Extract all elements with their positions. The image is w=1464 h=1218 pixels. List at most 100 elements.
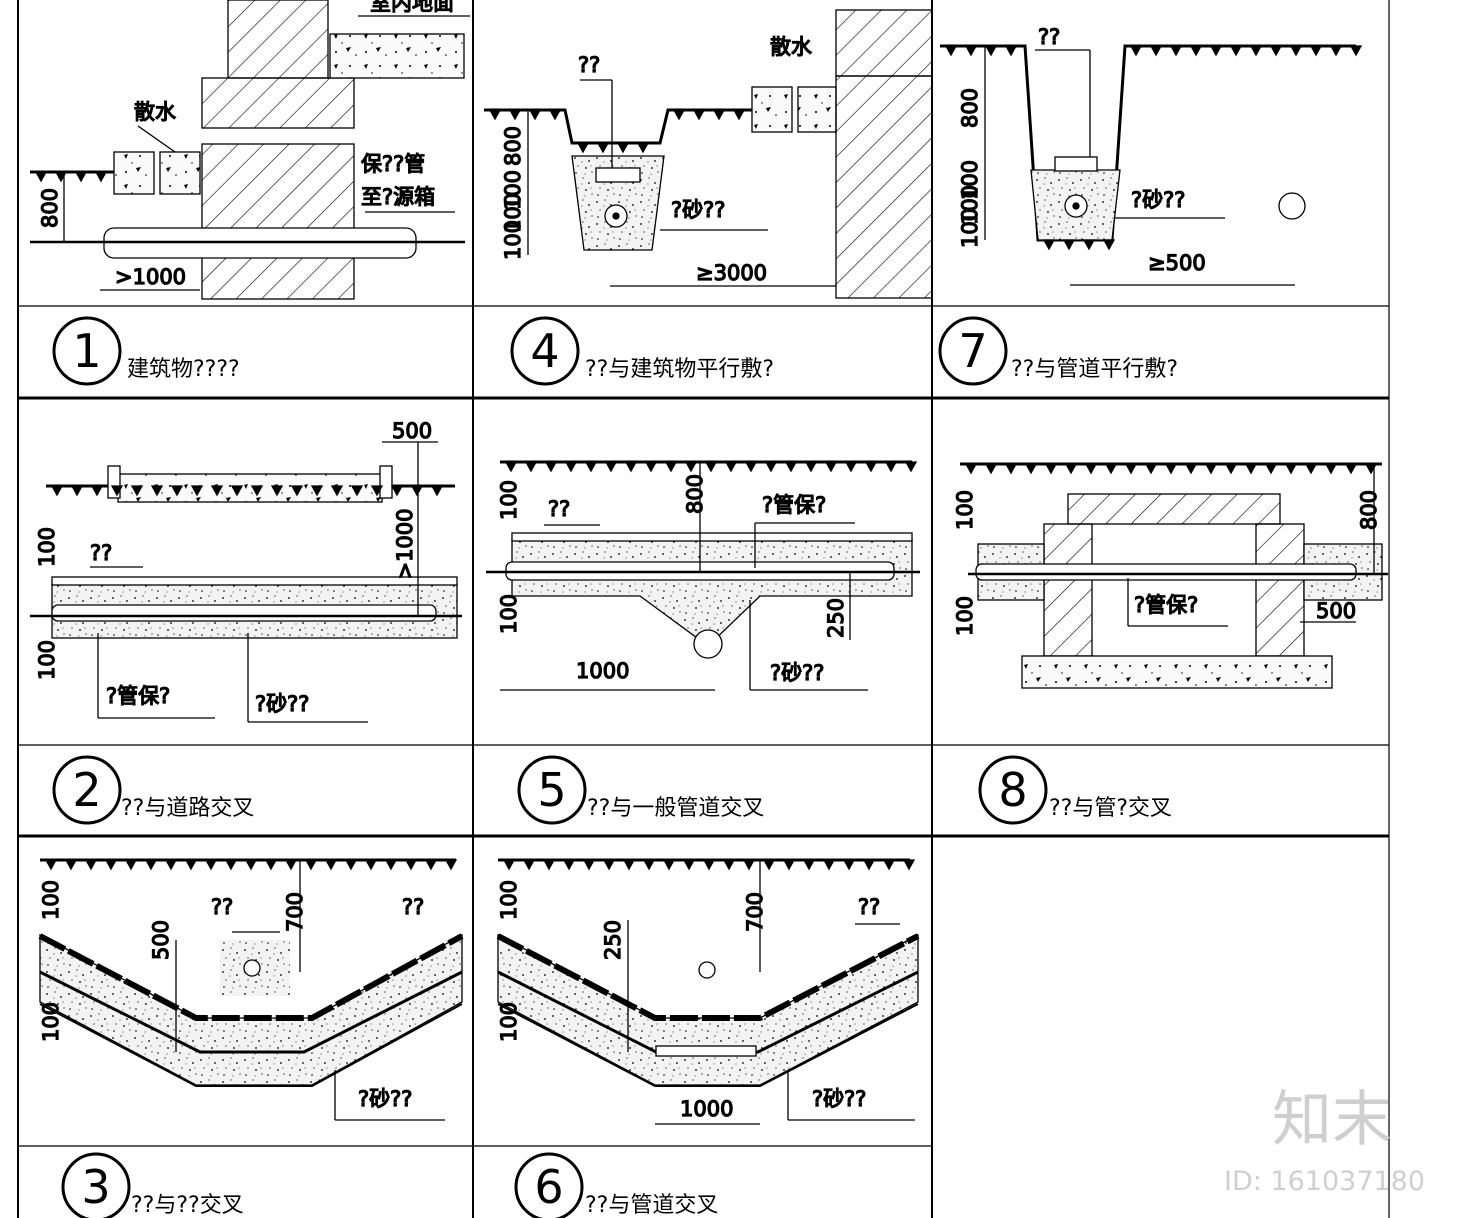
earth-hatch-mark <box>984 463 998 475</box>
earth-hatch-mark <box>1169 45 1183 57</box>
panel-caption: ??与管道交叉 <box>585 1193 718 1218</box>
apron-right <box>159 151 201 195</box>
earth-hatch-mark <box>944 45 958 57</box>
earth-hatch-mark <box>284 859 298 871</box>
earth-hatch-mark <box>364 859 378 871</box>
dim-500: 500 <box>149 920 173 960</box>
pipe-section <box>693 629 723 659</box>
pipe-section <box>1278 192 1306 220</box>
earth-hatch-mark <box>430 485 444 497</box>
earth-hatch-mark <box>864 461 878 473</box>
floor-slab <box>329 33 465 79</box>
earth-hatch-mark <box>622 859 636 871</box>
trench-bottom <box>497 1003 919 1087</box>
panel-number: 6 <box>534 1160 563 1214</box>
earth-hatch-mark <box>1064 463 1078 475</box>
earth-hatch-mark <box>164 859 178 871</box>
earth-hatch-mark <box>54 171 68 183</box>
earth-hatch-mark <box>424 859 438 871</box>
label-cover: ?? <box>548 497 570 521</box>
earth-hatch-mark <box>50 485 64 497</box>
earth-hatch-mark <box>1344 463 1358 475</box>
earth-hatch-mark <box>744 461 758 473</box>
earth-hatch-mark <box>522 859 536 871</box>
dim-100a: 100 <box>501 170 525 210</box>
earth-hatch-mark <box>130 485 144 497</box>
earth-hatch-mark <box>504 461 518 473</box>
panel-caption: ??与道路交叉 <box>121 796 254 821</box>
panel-caption: ??与建筑物平行敷? <box>585 357 774 382</box>
panel-caption: ??与管?交叉 <box>1049 796 1172 821</box>
earth-hatch-mark <box>1284 463 1298 475</box>
dim-100b: 100 <box>958 185 982 225</box>
detail-panel-7: ?? ?砂?? 800 100 100 100 ≥500 <box>940 24 1363 286</box>
dim-distance: 1000 <box>576 659 629 683</box>
dim-distance: ≥3000 <box>696 261 767 285</box>
panel-number: 3 <box>81 1160 110 1214</box>
building-wall <box>201 143 355 300</box>
earth-hatch-mark <box>170 485 184 497</box>
earth-hatch-mark <box>584 461 598 473</box>
apron-left <box>751 86 793 133</box>
earth-hatch-mark <box>230 485 244 497</box>
crossing-pipe <box>698 961 716 979</box>
dim-100a: 100 <box>35 527 59 567</box>
apron-left <box>113 151 155 195</box>
dim-distance: 1000 <box>680 1097 733 1121</box>
earth-hatch-mark <box>144 859 158 871</box>
earth-hatch-mark <box>644 461 658 473</box>
earth-hatch-mark <box>210 485 224 497</box>
building-wall-upper <box>227 0 329 79</box>
dim-700: 700 <box>743 892 767 932</box>
earth-hatch-mark <box>544 461 558 473</box>
dim-800: 800 <box>683 474 707 514</box>
base-slab <box>1021 655 1333 689</box>
earth-hatch-mark <box>604 461 618 473</box>
earth-hatch-mark <box>244 859 258 871</box>
earth-hatch-mark <box>1289 45 1303 57</box>
earth-hatch-mark <box>1189 45 1203 57</box>
earth-hatch-mark <box>250 485 264 497</box>
cover-bricks <box>38 933 464 1021</box>
dim-100b: 100 <box>501 193 525 233</box>
earth-hatch-mark <box>34 171 48 183</box>
earth-hatch-mark <box>488 109 502 121</box>
dim-800: 800 <box>1357 490 1381 530</box>
earth-hatch-mark <box>602 859 616 871</box>
cover-bricks <box>496 933 920 1021</box>
earth-hatch-mark <box>1324 463 1338 475</box>
earth-hatch-mark <box>290 485 304 497</box>
watermark-id: ID: 161037180 <box>1224 1166 1425 1197</box>
watermark-logo: 知末 <box>1272 1085 1392 1155</box>
label-cover-right: ?? <box>402 895 424 919</box>
earth-hatch-mark <box>270 485 284 497</box>
caption-panel-2: 2 ??与道路交叉 <box>52 755 254 825</box>
dim-100b: 100 <box>39 1002 63 1042</box>
earth-hatch-mark <box>190 485 204 497</box>
earth-hatch-mark <box>882 859 896 871</box>
earth-hatch-mark <box>762 859 776 871</box>
dim-800: 800 <box>501 126 525 166</box>
panel-number: 1 <box>72 324 101 378</box>
caption-panel-8: 8 ??与管?交叉 <box>978 755 1172 825</box>
earth-hatch-mark <box>1224 463 1238 475</box>
earth-hatch-mark <box>616 142 630 154</box>
label-to-box: 至?源箱 <box>361 185 435 209</box>
earth-hatch-mark <box>1184 463 1198 475</box>
earth-hatch-mark <box>902 859 916 871</box>
earth-hatch-mark <box>204 859 218 871</box>
earth-hatch-mark <box>1104 463 1118 475</box>
earth-hatch-mark <box>384 859 398 871</box>
earth-hatch-mark <box>1084 463 1098 475</box>
earth-hatch-mark <box>542 859 556 871</box>
earth-hatch-mark <box>524 461 538 473</box>
dim-100b: 100 <box>35 640 59 680</box>
trench-bottom <box>39 1003 463 1087</box>
detail-panel-8: 100 100 800 ?管保? 500 <box>952 462 1388 689</box>
earth-hatch-mark <box>1004 463 1018 475</box>
earth-hatch-mark <box>884 461 898 473</box>
caption-panel-6: 6 ??与管道交叉 <box>514 1152 718 1218</box>
caption-panel-3: 3 ??与??交叉 <box>61 1152 244 1218</box>
label-cover: ?? <box>578 53 600 77</box>
earth-hatch-mark <box>784 461 798 473</box>
